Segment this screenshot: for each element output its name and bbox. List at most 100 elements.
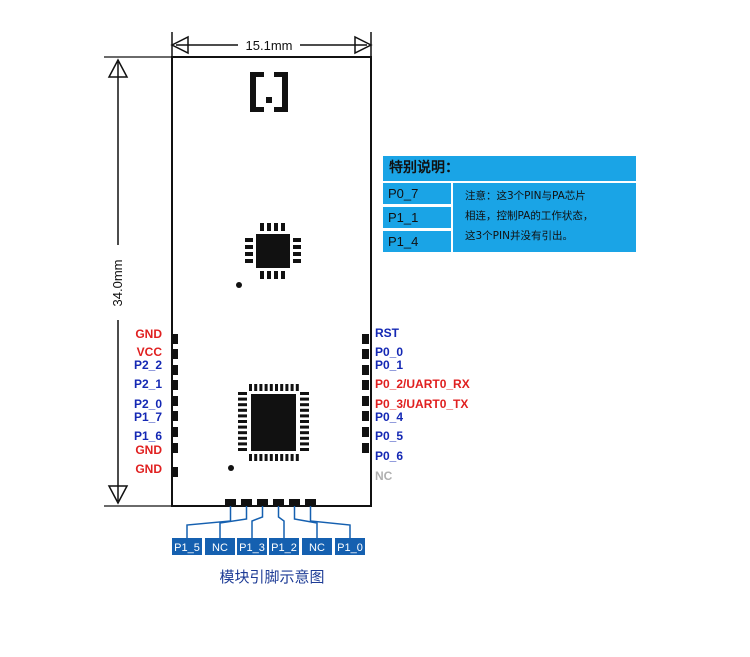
bottom-pin-pad (273, 499, 284, 506)
mcu-pin (238, 408, 247, 412)
mcu-pin (249, 454, 252, 461)
right-pin-label: P0_3/UART0_TX (375, 397, 468, 411)
notes-pin: P1_4 (383, 231, 451, 252)
mcu-pin (249, 384, 252, 391)
mcu-pin (300, 420, 309, 423)
left-pin-pad (172, 334, 178, 344)
mcu-pin (238, 436, 247, 440)
bottom-pin-pad (225, 499, 236, 506)
mcu-chip (228, 384, 309, 471)
notes-header: 特别说明： (383, 156, 636, 181)
bottom-pin-pads (225, 499, 316, 506)
mcu-pin (238, 431, 247, 435)
mcu-pin (264, 384, 268, 391)
mcu-pin (295, 384, 299, 391)
bottom-pin-leads (186, 506, 351, 538)
notes-line: 注意：这3个PIN与PA芯片 (465, 190, 586, 202)
mcu-pin (254, 384, 258, 391)
right-pin-label: P0_4 (375, 410, 403, 424)
mcu-pin (269, 454, 273, 461)
right-pin-labels: RSTP0_0P0_1P0_2/UART0_RXP0_3/UART0_TXP0_… (375, 326, 470, 483)
mcu-pin (238, 442, 247, 446)
mcu-pin (300, 392, 309, 395)
notes-line: 这3个PIN并没有引出。 (465, 230, 573, 242)
right-pin-pads (362, 334, 369, 453)
bottom-pin-label: P1_5 (174, 542, 200, 554)
mcu-pin (300, 431, 309, 435)
left-pin-pad (172, 349, 178, 359)
mcu-pin (300, 436, 309, 440)
bottom-pin-pad (289, 499, 300, 506)
bottom-pin-pad (241, 499, 252, 506)
pa-chip (236, 223, 301, 288)
mcu-pin (290, 384, 294, 391)
bottom-pin-box (335, 538, 365, 555)
right-pin-pad (362, 427, 369, 437)
left-pin-pad (172, 380, 178, 390)
bottom-pin-lead (309, 506, 351, 538)
right-pin-pad (362, 380, 369, 390)
left-pin-pad (172, 411, 178, 421)
left-pin-pad (172, 427, 178, 437)
right-pin-label: P0_6 (375, 449, 403, 463)
right-pin-pad (362, 334, 369, 344)
bottom-pin-pad (257, 499, 268, 506)
bottom-pin-lead (219, 506, 248, 538)
mcu-pin (300, 408, 309, 412)
left-pin-pads (172, 334, 178, 477)
bottom-pin-box (269, 538, 299, 555)
mcu-pin (264, 454, 268, 461)
mcu-pin (280, 384, 284, 391)
mcu-pin (238, 403, 247, 407)
mcu-pin (238, 397, 247, 401)
notes-pin: P0_7 (383, 183, 451, 204)
left-pin-label: GND (135, 327, 162, 341)
notes-line: 相连，控制PA的工作状态， (465, 210, 594, 222)
left-pin-label: P1_7 (134, 410, 162, 424)
mcu-pin (259, 454, 263, 461)
mcu-pin (269, 384, 273, 391)
mcu-pin (300, 414, 309, 418)
mcu-pin (238, 392, 247, 395)
mcu-pin (300, 397, 309, 401)
left-pin-label: GND (135, 443, 162, 457)
left-pin-label: P2_0 (134, 397, 162, 411)
bottom-pin-box (302, 538, 332, 555)
left-pin-pad (172, 467, 178, 477)
left-pin-pad (172, 443, 178, 453)
left-pin-label: P1_6 (134, 429, 162, 443)
bottom-pin-lead (293, 506, 318, 538)
width-dimension: 15.1mm (170, 32, 373, 57)
bottom-pin-label: NC (309, 542, 325, 554)
bottom-pin-box (205, 538, 235, 555)
mcu-pin (300, 442, 309, 446)
mcu-pin (275, 384, 278, 391)
right-pin-label: RST (375, 326, 400, 340)
bottom-pin-box (172, 538, 202, 555)
left-pin-label: GND (135, 462, 162, 476)
bottom-pin-lead (186, 506, 232, 538)
mcu-pin (290, 454, 294, 461)
mcu-pin (285, 454, 289, 461)
left-pin-label: P2_1 (134, 377, 162, 391)
left-pin-label: P2_2 (134, 358, 162, 372)
mcu-pin (238, 448, 247, 451)
right-pin-pad (362, 411, 369, 421)
left-pin-label: VCC (137, 345, 163, 359)
height-dimension: 34.0mm (104, 56, 172, 507)
mcu-pin (285, 384, 289, 391)
mcu-pin (254, 454, 258, 461)
antenna-marker (250, 72, 288, 112)
right-pin-pad (362, 365, 369, 375)
width-label: 15.1mm (246, 38, 293, 53)
right-pin-pad (362, 349, 369, 359)
mcu-pin (300, 448, 309, 451)
left-pin-pad (172, 365, 178, 375)
bottom-pin-label: P1_2 (271, 542, 297, 554)
mcu-pin (300, 425, 309, 429)
right-pin-pad (362, 443, 369, 453)
mcu-pin (238, 414, 247, 418)
